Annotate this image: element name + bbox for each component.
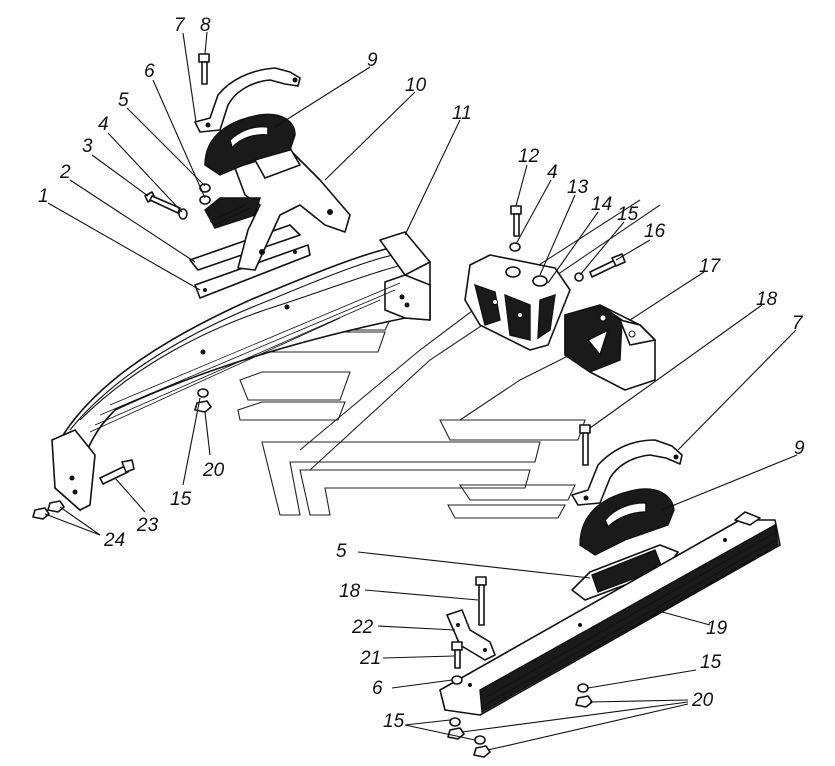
callout-11: 11 (452, 103, 472, 124)
callout-5-lower: 5 (336, 541, 347, 562)
callout-15-right: 15 (700, 652, 722, 673)
leader-lines (44, 31, 798, 751)
callout-5: 5 (118, 90, 129, 111)
callout-23: 23 (136, 515, 159, 536)
callout-4: 4 (98, 114, 109, 135)
callout-4-right: 4 (547, 162, 558, 183)
part-8-bolt (198, 53, 210, 85)
callout-2: 2 (59, 162, 71, 183)
part-3-bolt (144, 191, 181, 214)
part-5-pad-lower (571, 544, 679, 601)
callout-12: 12 (518, 146, 540, 167)
part-6-washer-lower (451, 675, 463, 685)
part-17-support-block (564, 304, 656, 391)
callout-16: 16 (644, 221, 666, 242)
part-4-washer-right (509, 242, 521, 252)
callout-18-lower: 18 (339, 581, 361, 602)
callout-6: 6 (144, 61, 155, 82)
part-22-bracket (446, 609, 496, 661)
part-10-bracket (204, 147, 351, 271)
part-7-strap-lower (571, 439, 683, 506)
part-13-mount-block (464, 254, 571, 351)
callout-14: 14 (591, 194, 612, 215)
part-7-strap-upper (194, 67, 301, 133)
callout-10: 10 (405, 75, 427, 96)
callout-9: 9 (367, 50, 378, 71)
part-18-bolt-upper (579, 424, 591, 466)
part-21-bolt (451, 641, 463, 669)
callout-3: 3 (82, 136, 93, 157)
part-9-cushion-upper (204, 113, 296, 176)
part-19-beam (439, 511, 781, 716)
callout-9-right: 9 (794, 438, 805, 459)
callout-22: 22 (351, 617, 374, 638)
callout-15-bottom: 15 (383, 711, 405, 732)
callout-13: 13 (567, 177, 589, 198)
callout-20-left: 20 (202, 460, 225, 481)
part-15-washer-bottom (449, 683, 589, 745)
callout-8: 8 (200, 15, 211, 36)
part-20-nut-bottom (447, 695, 593, 758)
callout-15-left: 15 (170, 489, 192, 510)
part-15-washer (574, 272, 584, 282)
callout-20-right: 20 (691, 690, 714, 711)
callout-18: 18 (756, 289, 778, 310)
callout-21: 21 (359, 648, 381, 669)
callout-15: 15 (617, 204, 639, 225)
part-18-bolt-lower (475, 576, 487, 626)
part-12-bolt (510, 205, 522, 237)
part-11-front-crossmember (51, 231, 431, 512)
part-1-plate (194, 244, 311, 299)
callout-7: 7 (174, 15, 186, 36)
part-23-bolt (99, 459, 135, 485)
callout-6-lower: 6 (372, 678, 383, 699)
callout-17: 17 (699, 256, 722, 277)
part-24-nuts (32, 500, 65, 520)
callout-7-right: 7 (792, 313, 804, 334)
callout-19: 19 (706, 618, 728, 639)
callout-24: 24 (103, 530, 125, 551)
callout-1: 1 (38, 186, 49, 207)
callout-labels: 1 2 3 4 5 6 7 8 9 10 11 12 4 13 14 15 16… (38, 15, 805, 732)
part-15-washer-left (197, 388, 209, 398)
part-9-cushion-lower (579, 488, 675, 556)
part-6-washer (199, 195, 211, 205)
